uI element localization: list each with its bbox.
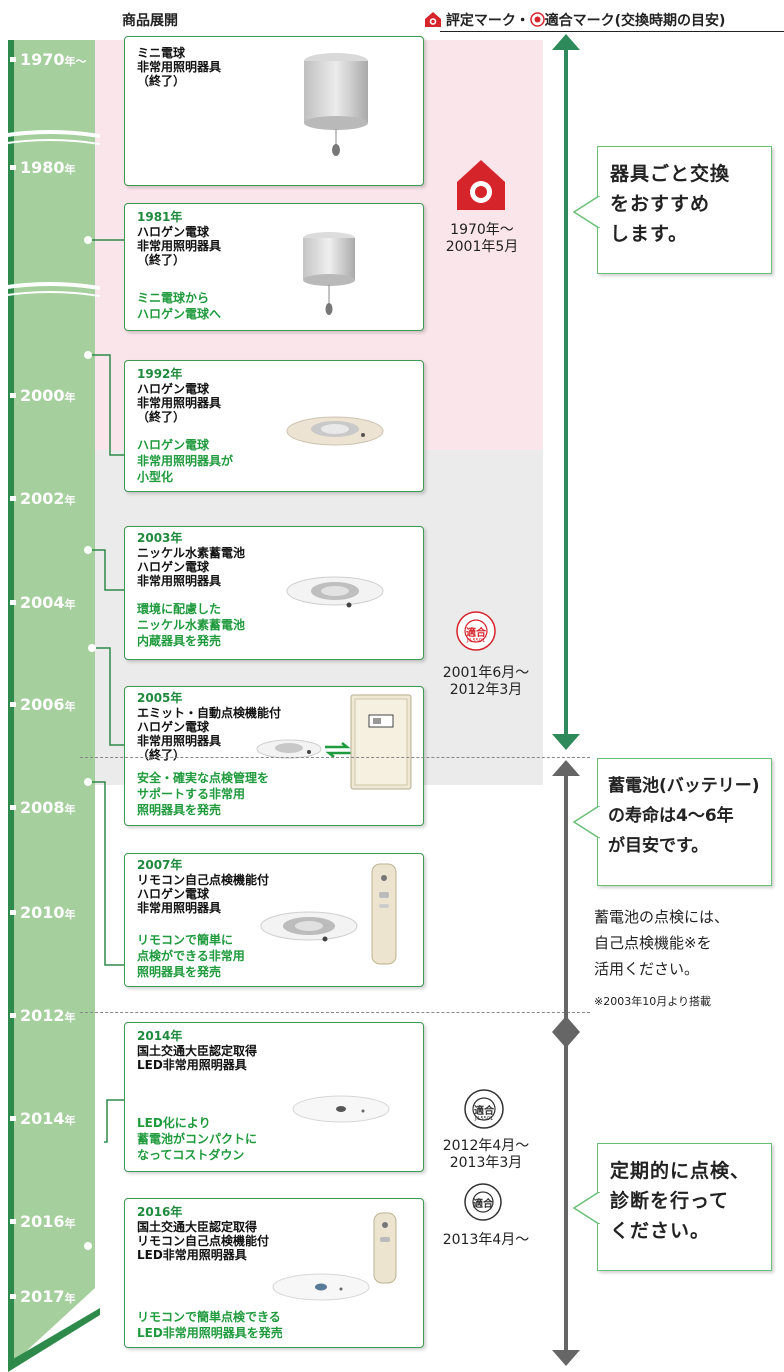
product-card-2014[interactable]: 2014年 国土交通大臣認定取得 LED非常用照明器具 LED化により 蓄電池が… [124,1022,424,1172]
year-2012: 2012年 [10,1006,76,1025]
period-separator-2013 [80,1012,590,1013]
stamp-label: 適合 [466,628,486,639]
mini-bulb-fixture-image [304,53,368,156]
year-1980: 1980年 [10,158,76,177]
year-2010: 2010年 [10,903,76,922]
year-2008: 2008年 [10,798,76,817]
battery-check-footnote: ※2003年10月より搭載 [594,995,711,1008]
evaluation-house-mark-icon [457,160,505,210]
product-title: ミニ電球 非常用照明器具 （終了） [137,46,222,88]
conformity-stamp-red: JIL5501 適合 [455,610,497,652]
battery-check-note: 蓄電池の点検には、 自己点検機能※を 活用ください。 [594,908,730,978]
led-fixture-image [292,1095,390,1123]
header-marks-label-1: 評定マーク・ [445,13,530,29]
product-card-mini-bulb[interactable]: ミニ電球 非常用照明器具 （終了） [124,36,424,186]
callout-text: 器具ごと交換 をおすすめ します。 [610,163,731,245]
product-title: ハロゲン電球 非常用照明器具 （終了） [137,382,222,424]
year-2016: 2016年 [10,1212,76,1231]
product-desc: ハロゲン電球 非常用照明器具が 小型化 [137,438,234,484]
halogen-fixture-image [303,232,355,315]
mark-period-4: 2013年4月～ [442,1232,530,1248]
callout-text: 蓄電池(バッテリー) の寿命は4～6年 が目安です。 [608,776,760,856]
stamp-label: 適合 [473,1199,493,1210]
mark-period-3: 2012年4月～ 2013年3月 [442,1138,530,1171]
house-mark-icon [425,12,441,27]
mark-period-1: 1970年～ 2001年5月 [445,222,519,255]
conformity-stamp-red-icon [456,611,496,651]
product-card-2003[interactable]: 2003年 ニッケル水素蓄電池 ハロゲン電球 非常用照明器具 環境に配慮した ニ… [124,526,424,660]
stamp-ring-text: JIL5501 [466,638,486,644]
product-card-1992[interactable]: 1992年 ハロゲン電球 非常用照明器具 （終了） ハロゲン電球 非常用照明器具… [124,360,424,492]
header-marks-label-2: 適合マーク(交換時期の目安) [544,13,726,29]
callout-replace-fixture: 器具ごと交換 をおすすめ します。 [597,146,772,274]
nimh-fixture-image [286,576,384,608]
control-panel-image [350,694,412,790]
compact-halogen-fixture-image [286,416,384,446]
product-title: ニッケル水素蓄電池 ハロゲン電球 非常用照明器具 [137,546,246,588]
year-2002: 2002年 [10,489,76,508]
product-year: 2005年 [137,691,183,705]
conformity-stamp-black-icon [464,1089,504,1129]
product-year: 2014年 [137,1029,183,1043]
product-card-2007[interactable]: 2007年 リモコン自己点検機能付 ハロゲン電球 非常用照明器具 リモコンで簡単… [124,853,424,987]
header-product-lineup: 商品展開 [122,13,178,29]
remote-control-image [371,863,397,965]
product-year: 1992年 [137,367,183,381]
product-title: 国土交通大臣認定取得 リモコン自己点検機能付 LED非常用照明器具 [137,1220,270,1262]
product-title: エミット・自動点検機能付 ハロゲン電球 非常用照明器具 （終了） [137,706,282,762]
year-2014: 2014年 [10,1109,76,1128]
product-desc: ミニ電球から ハロゲン電球へ [137,291,222,321]
conformity-stamp-black-2: 適合 [463,1182,503,1222]
timeline-connectors [84,236,124,1250]
stamp-ring-text: JIL5501 [474,1116,494,1122]
stamp-label: 適合 [474,1106,494,1117]
product-year: 2016年 [137,1205,183,1219]
year-1970: 1970年～ [10,50,87,69]
callout-pointer [572,806,600,838]
conformity-mark-icon [529,12,545,27]
product-title: リモコン自己点検機能付 ハロゲン電球 非常用照明器具 [137,873,270,915]
product-card-2016[interactable]: 2016年 国土交通大臣認定取得 リモコン自己点検機能付 LED非常用照明器具 … [124,1198,424,1348]
callout-battery-life: 蓄電池(バッテリー) の寿命は4～6年 が目安です。 [597,758,772,886]
callout-regular-inspection: 定期的に点検、 診断を行って ください。 [597,1143,772,1271]
year-2004: 2004年 [10,593,76,612]
product-year: 2007年 [137,858,183,872]
led-remote-control-image [373,1212,397,1284]
conformity-stamp-black-1: JIL5501 適合 [463,1088,505,1130]
product-card-1981[interactable]: 1981年 ハロゲン電球 非常用照明器具 （終了） ミニ電球から ハロゲン電球へ [124,203,424,331]
product-year: 2003年 [137,531,183,545]
conformity-stamp-black-icon [464,1183,502,1221]
exchange-arrows-icon [325,742,351,758]
period-separator-2005 [80,757,590,758]
year-2006: 2006年 [10,695,76,714]
callout-text: 定期的に点検、 診断を行って ください。 [610,1160,751,1242]
remote-fixture-image [260,911,358,942]
header-marks: 評定マーク・適合マーク(交換時期の目安) [425,10,725,30]
emit-fixture-image [256,739,322,759]
product-desc: 環境に配慮した ニッケル水素蓄電池 内蔵器具を発売 [137,602,246,648]
product-desc: リモコンで簡単に 点検ができる非常用 照明器具を発売 [137,933,245,979]
product-desc: 安全・確実な点検管理を サポートする非常用 照明器具を発売 [137,771,270,817]
period-arrows [552,34,580,1366]
product-desc: リモコンで簡単点検できる LED非常用照明器具を発売 [137,1310,283,1340]
year-2000: 2000年 [10,386,76,405]
product-card-2005[interactable]: 2005年 エミット・自動点検機能付 ハロゲン電球 非常用照明器具 （終了） 安… [124,686,424,826]
product-title: 国土交通大臣認定取得 LED非常用照明器具 [137,1044,258,1072]
product-desc: LED化により 蓄電池がコンパクトに なってコストダウン [137,1116,258,1162]
product-year: 1981年 [137,210,183,224]
year-2017: 2017年 [10,1287,76,1306]
header-underline [440,31,784,32]
led-remote-fixture-image [272,1273,370,1301]
product-title: ハロゲン電球 非常用照明器具 （終了） [137,225,222,267]
callout-pointer [572,196,600,228]
mark-period-2: 2001年6月～ 2012年3月 [442,665,530,698]
callout-pointer [572,1192,600,1224]
